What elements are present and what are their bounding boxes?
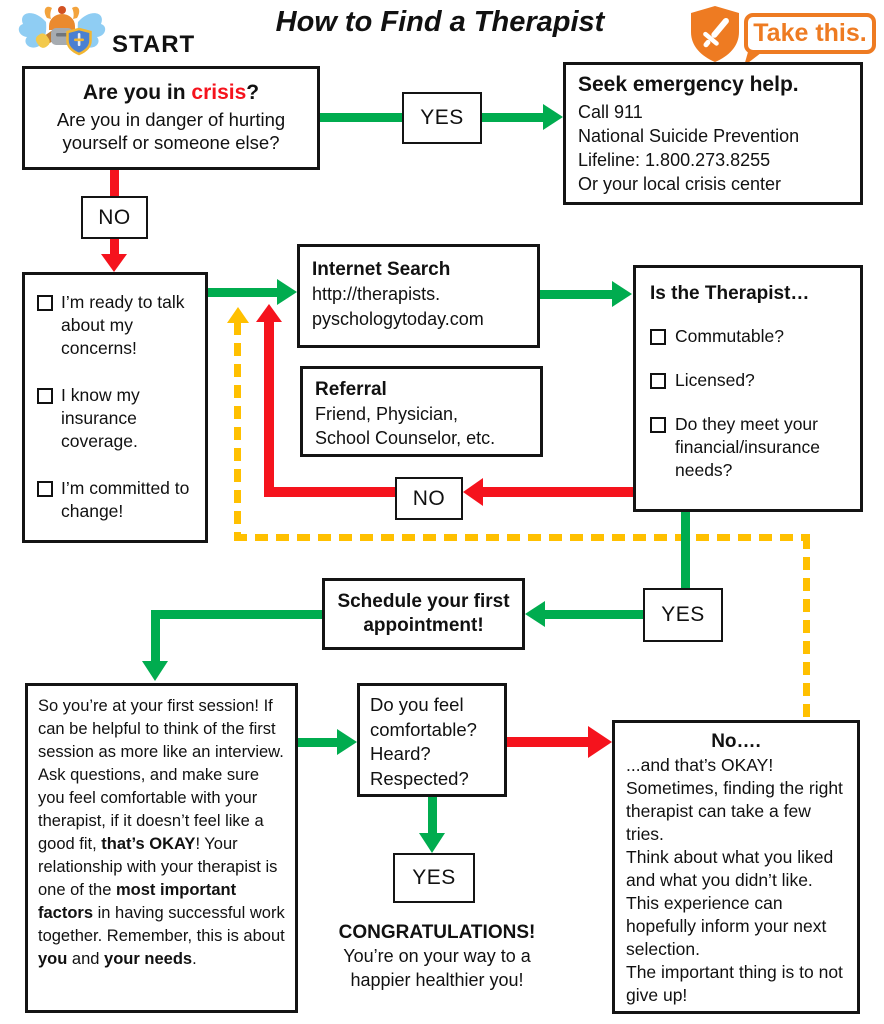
- arrowhead-therapist-to-nomid: [463, 478, 483, 506]
- criteria-item: Do they meet your financial/insurance ne…: [650, 413, 850, 482]
- flow-no-to-checklist: [110, 238, 119, 255]
- no-okay-title: No….: [711, 731, 761, 752]
- schedule-appointment-label: Schedule your first appointment!: [337, 591, 510, 636]
- emergency-help-title: Seek emergency help.: [578, 73, 799, 96]
- flow-yesmid-to-schedule: [545, 610, 643, 619]
- criteria-item: Commutable?: [650, 325, 850, 348]
- readiness-checklist-box: I’m ready to talk about my concerns! I k…: [22, 272, 208, 543]
- congratulations-line2: happier healthier you!: [350, 969, 524, 990]
- referral-box: Referral Friend, Physician, School Couns…: [300, 366, 543, 457]
- referral-line1: Friend, Physician,: [315, 404, 459, 424]
- crisis-question-body: Are you in danger of hurting yourself or…: [56, 109, 286, 153]
- criteria-item-label: Licensed?: [675, 370, 755, 390]
- start-label: START: [112, 31, 196, 58]
- emergency-line-call-911: Call 911: [578, 102, 643, 122]
- internet-search-box: Internet Search http://therapists. pysch…: [297, 244, 540, 348]
- arrowhead-no-to-checklist: [101, 254, 127, 272]
- no-okay-paragraph: Sometimes, finding the right therapist c…: [626, 778, 843, 844]
- arrowhead-yesmid-to-schedule: [525, 601, 545, 627]
- yes-top-box: YES: [402, 92, 482, 144]
- arrowhead-internet-to-therapist: [612, 281, 632, 307]
- comfort-question-box: Do you feel comfortable? Heard? Respecte…: [357, 683, 507, 797]
- criteria-item-label: Do they meet your financial/insurance ne…: [675, 414, 820, 480]
- therapist-criteria-title: Is the Therapist…: [650, 283, 810, 304]
- referral-line2: School Counselor, etc.: [315, 428, 496, 448]
- first-session-box: So you’re at your first session! If can …: [25, 683, 298, 1013]
- flow-crisis-to-no: [110, 170, 119, 197]
- checklist-item: I know my insurance coverage.: [37, 384, 197, 453]
- congratulations-line1: You’re on your way to a: [343, 946, 531, 966]
- flow-nomid-left: [264, 487, 395, 497]
- congratulations-title: CONGRATULATIONS!: [338, 922, 536, 943]
- take-this-shield-icon: [688, 4, 742, 64]
- flow-therapist-to-nomid: [483, 487, 633, 497]
- emergency-line-lifeline: National Suicide Prevention Lifeline: 1.…: [578, 126, 800, 170]
- no-okay-paragraph: The important thing is to not give up!: [626, 962, 843, 1005]
- checklist-item-label: I’m ready to talk about my concerns!: [61, 292, 185, 358]
- no-okay-box: No…. ...and that’s OKAY! Sometimes, find…: [612, 720, 860, 1014]
- congratulations-block: CONGRATULATIONS! You’re on your way to a…: [317, 921, 557, 992]
- flow-schedule-left: [151, 610, 322, 619]
- crisis-question-title: Are you in crisis?: [37, 81, 305, 105]
- checkbox-icon: [37, 388, 53, 404]
- page-title: How to Find a Therapist: [275, 6, 605, 38]
- checklist-item-label: I know my insurance coverage.: [61, 385, 140, 451]
- flow-retry-bottom-horizontal: [234, 534, 810, 541]
- checkbox-icon: [37, 295, 53, 311]
- crisis-question-box: Are you in crisis? Are you in danger of …: [22, 66, 320, 170]
- flow-yes-to-emergency: [482, 113, 543, 122]
- arrowhead-retry-up: [227, 307, 249, 323]
- no-okay-paragraph: ...and that’s OKAY!: [626, 755, 774, 775]
- checkbox-icon: [37, 481, 53, 497]
- emergency-help-box: Seek emergency help. Call 911 National S…: [563, 62, 863, 205]
- flow-nomid-up: [264, 322, 274, 497]
- crisis-title-highlight: crisis: [191, 81, 247, 104]
- arrowhead-comfort-to-nobox: [588, 726, 612, 758]
- flow-comfort-to-nobox: [507, 737, 588, 747]
- checkbox-icon: [650, 329, 666, 345]
- no-top-box: NO: [81, 196, 148, 239]
- criteria-item-label: Commutable?: [675, 326, 784, 346]
- start-mascot-icon: [16, 2, 108, 62]
- checklist-item: I’m ready to talk about my concerns!: [37, 291, 197, 360]
- arrowhead-schedule-to-session: [142, 661, 168, 681]
- checklist-item-label: I’m committed to change!: [61, 478, 190, 521]
- arrowhead-yes-to-emergency: [543, 104, 563, 130]
- therapist-criteria-box: Is the Therapist… Commutable? Licensed? …: [633, 265, 863, 512]
- checkbox-icon: [650, 417, 666, 433]
- checklist-item: I’m committed to change!: [37, 477, 197, 523]
- schedule-appointment-box: Schedule your first appointment!: [322, 578, 525, 650]
- internet-search-title: Internet Search: [312, 259, 451, 280]
- flow-session-to-comfort: [298, 738, 337, 747]
- no-okay-paragraph: Think about what you liked and what you …: [626, 847, 834, 959]
- criteria-item: Licensed?: [650, 369, 850, 392]
- flow-schedule-down: [151, 610, 160, 663]
- flow-checklist-to-internet: [208, 288, 277, 297]
- arrowhead-comfort-to-yesbottom: [419, 833, 445, 853]
- flow-comfort-to-yesbottom: [428, 797, 437, 833]
- yes-bottom-box: YES: [393, 853, 475, 903]
- internet-search-url-line1: http://therapists.: [312, 284, 441, 304]
- arrowhead-session-to-comfort: [337, 729, 357, 755]
- flow-therapist-to-yesmid: [681, 512, 690, 590]
- flow-retry-left-vertical: [234, 322, 241, 535]
- checkbox-icon: [650, 373, 666, 389]
- take-this-badge: Take this.: [744, 13, 876, 54]
- arrowhead-checklist-to-internet: [277, 279, 297, 305]
- yes-mid-box: YES: [643, 588, 723, 642]
- arrowhead-nomid-retry: [256, 304, 282, 322]
- no-mid-box: NO: [395, 477, 463, 520]
- crisis-title-suffix: ?: [246, 81, 260, 104]
- flow-crisis-to-yes: [320, 113, 402, 122]
- crisis-title-prefix: Are you in: [82, 81, 192, 104]
- internet-search-url-line2: pyschologytoday.com: [312, 309, 484, 329]
- flow-retry-right-vertical: [803, 536, 810, 720]
- referral-title: Referral: [315, 379, 387, 400]
- flow-internet-to-therapist: [540, 290, 612, 299]
- emergency-line-local: Or your local crisis center: [578, 174, 782, 194]
